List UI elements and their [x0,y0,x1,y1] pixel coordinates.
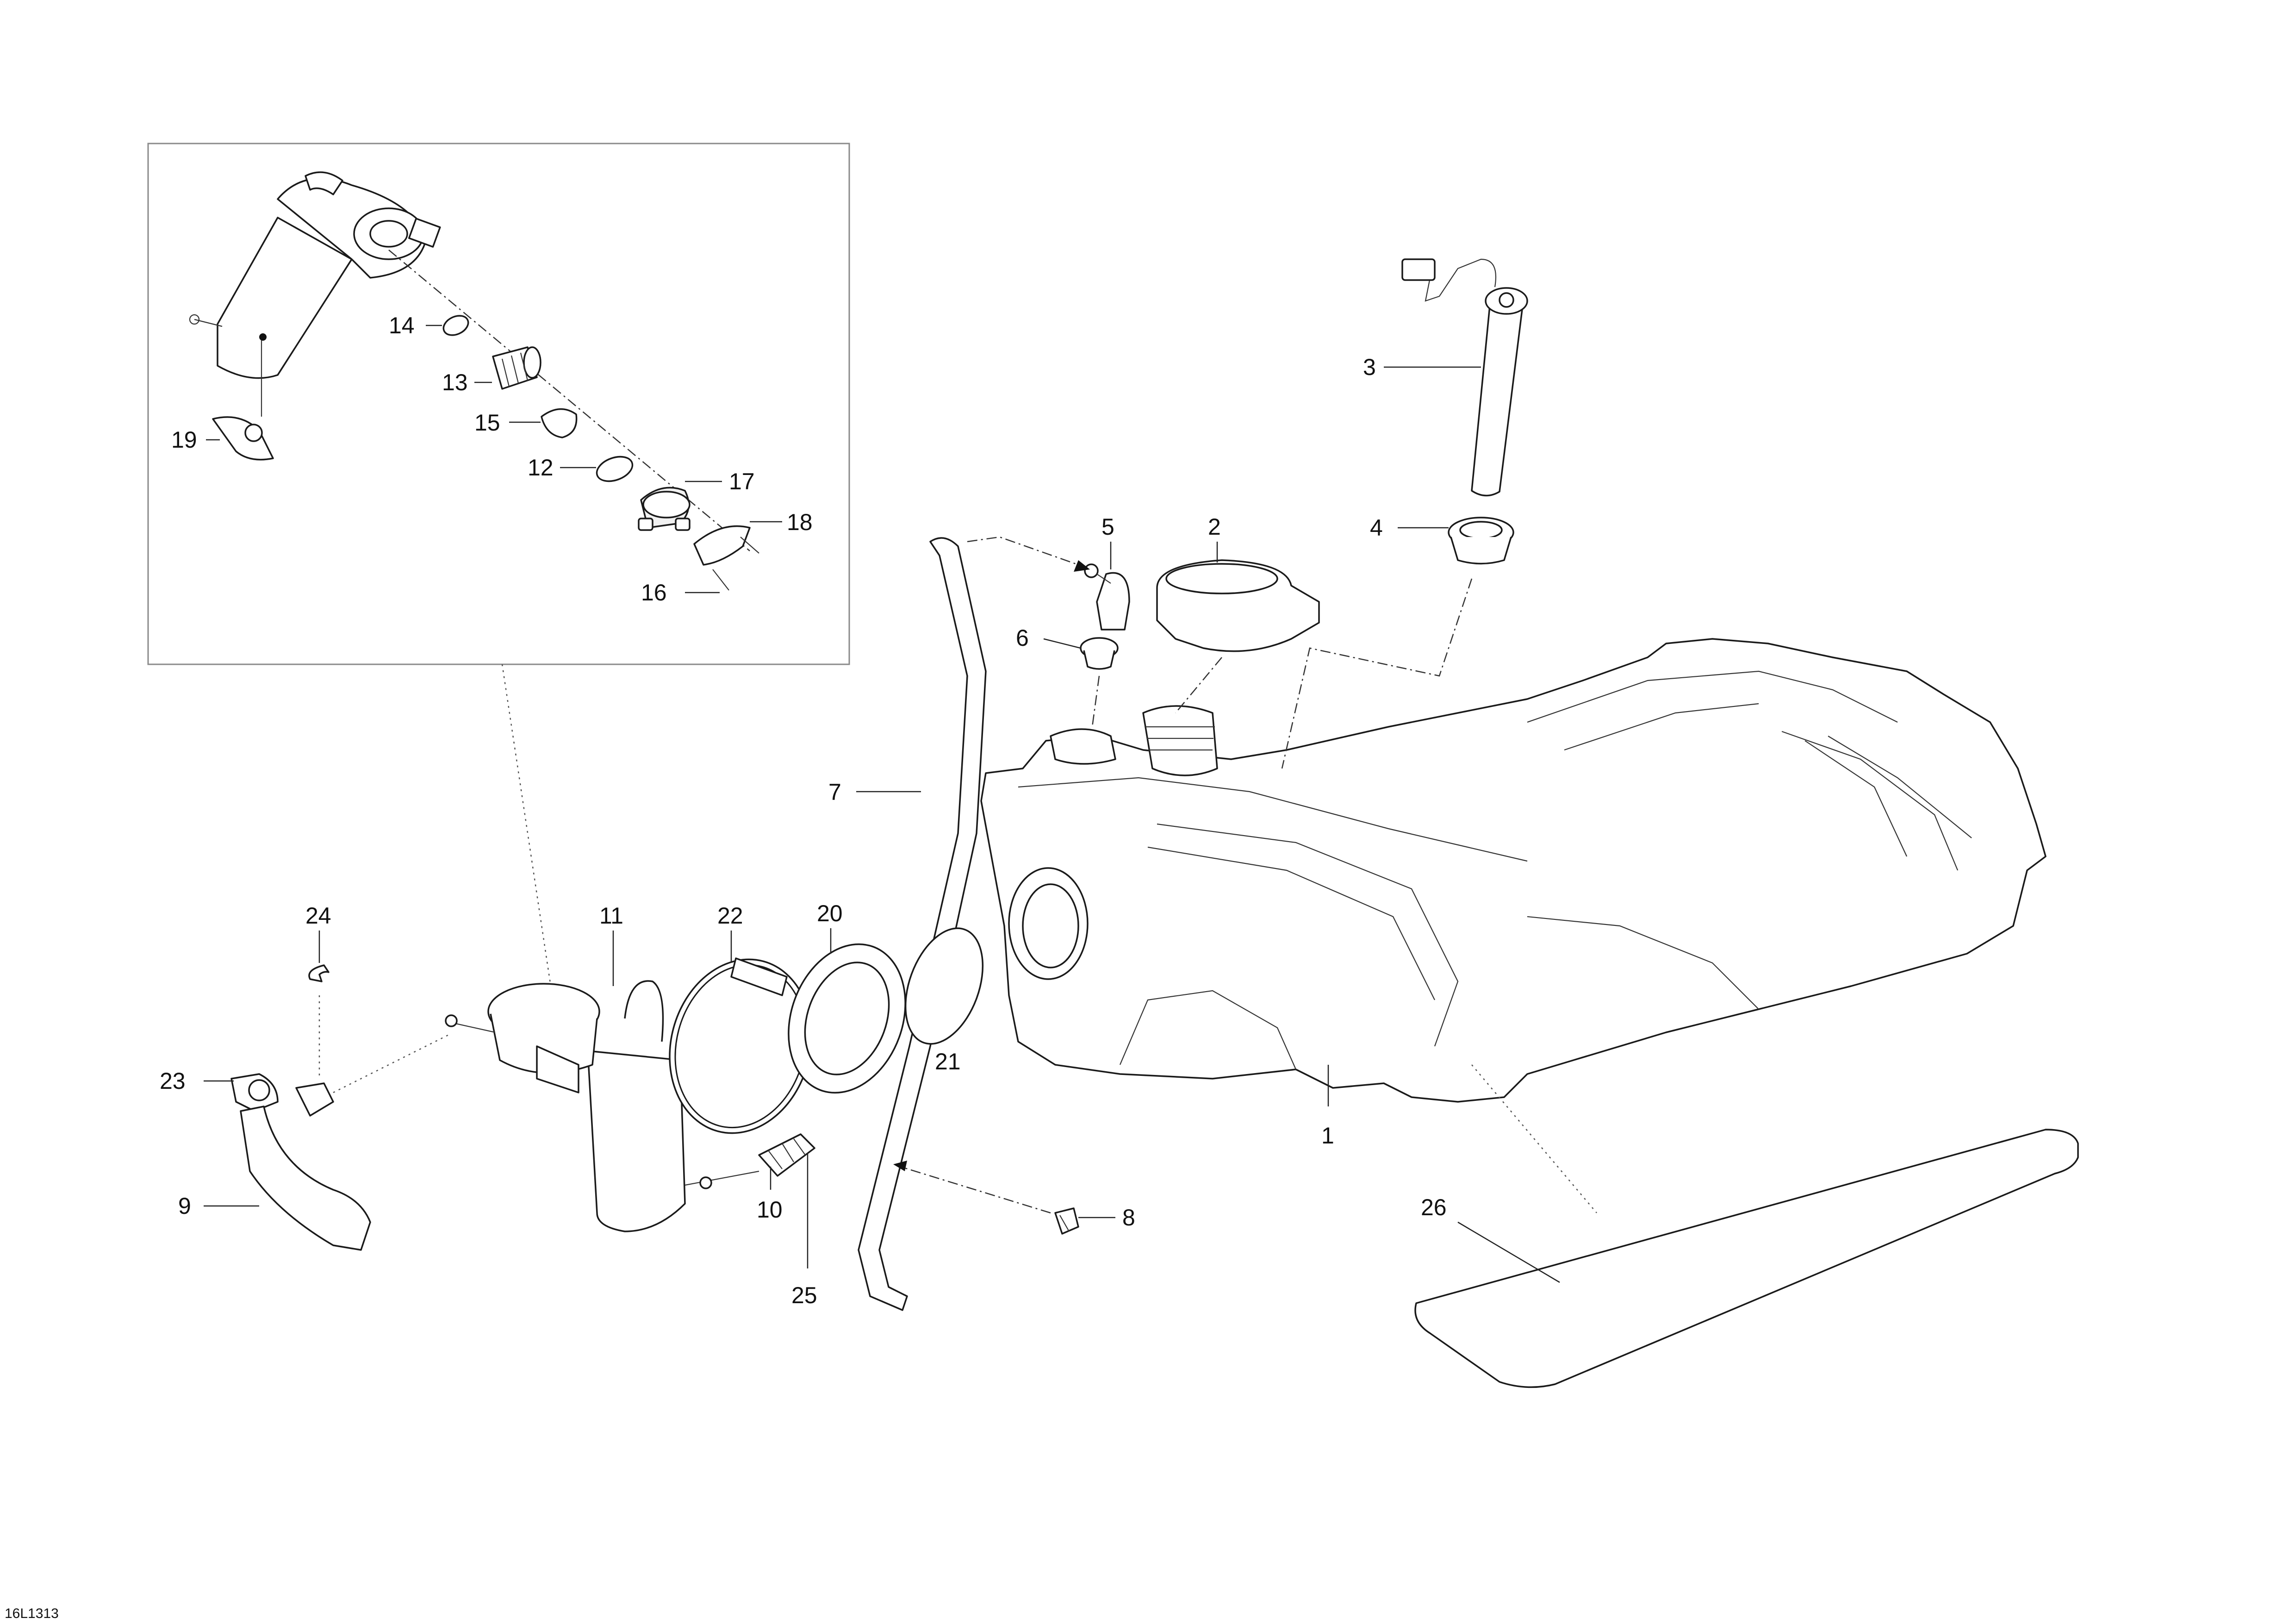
callout-12: 12 [528,455,554,481]
callout-16: 16 [641,580,667,606]
part-22-clamp [669,957,812,1134]
part-5-vent-valve [1084,563,1130,631]
part-19-clip [212,416,274,461]
hose9-axis [333,1034,449,1093]
inset-link-line [501,664,552,987]
callout-2: 2 [1208,514,1221,540]
callout-1: 1 [1321,1123,1334,1149]
part-13-filter [492,346,541,390]
part-16-screw-b [712,569,729,591]
callout-15: 15 [474,410,500,436]
part-1-fuel-tank [980,638,2047,1103]
callout-22: 22 [717,903,743,929]
callout-23: 23 [160,1068,186,1094]
callout-5: 5 [1101,514,1114,540]
part-21-o-ring [904,927,984,1045]
callout-6: 6 [1016,625,1029,651]
callout-26: 26 [1421,1194,1447,1220]
part-11-fuel-pump [445,980,759,1232]
part-23-connector [230,1073,334,1117]
callout-20: 20 [817,900,843,926]
callout-17: 17 [729,468,755,494]
callout-24: 24 [305,903,331,929]
callout-19: 19 [171,427,197,453]
part-6-grommet [1080,637,1119,670]
callout-8: 8 [1122,1205,1135,1230]
part-15-gasket [541,408,578,438]
part-26-pad [1414,1129,2079,1388]
inset-pump-module [189,171,441,417]
callout-3: 3 [1363,354,1376,380]
leader-6 [1043,638,1081,649]
part-12-o-ring [596,456,634,482]
callout-13: 13 [442,369,468,395]
callout-4: 4 [1370,515,1383,541]
callout-11: 11 [599,903,623,929]
part-10-fitting [758,1133,815,1177]
part-7-vent-hose [858,537,987,1311]
callout-10: 10 [757,1197,783,1223]
callout-18: 18 [787,509,813,535]
pad-axis [1471,1064,1597,1213]
callout-21: 21 [935,1049,961,1074]
sender-axis [1281,578,1473,769]
figure-code: 16L1313 [5,1606,59,1621]
part-24-clip [308,964,330,982]
detail-inset-frame [147,143,850,665]
part-2-tank-cap [1156,559,1320,652]
part-17-regulator [638,487,691,531]
callout-25: 25 [791,1282,817,1308]
cap-axis [1175,657,1222,713]
callout-9: 9 [178,1193,191,1219]
part-3-level-sender [1401,258,1528,497]
part-9-fuel-hose [240,1106,371,1251]
part-18-bracket [693,525,751,566]
inset-assembly-axis [388,250,750,551]
part-16-screw-a [740,537,759,554]
valve-axis [1091,675,1100,727]
part-14-o-ring [442,315,469,336]
part-20-lock-ring [788,943,906,1094]
part-8-hose-clip [1054,1207,1079,1235]
hose-axis [967,536,1079,566]
callout-14: 14 [389,312,415,338]
part-4-grommet [1448,517,1514,565]
clip-axis [900,1166,1051,1214]
leader-26 [1457,1221,1560,1283]
callout-7: 7 [828,779,841,805]
